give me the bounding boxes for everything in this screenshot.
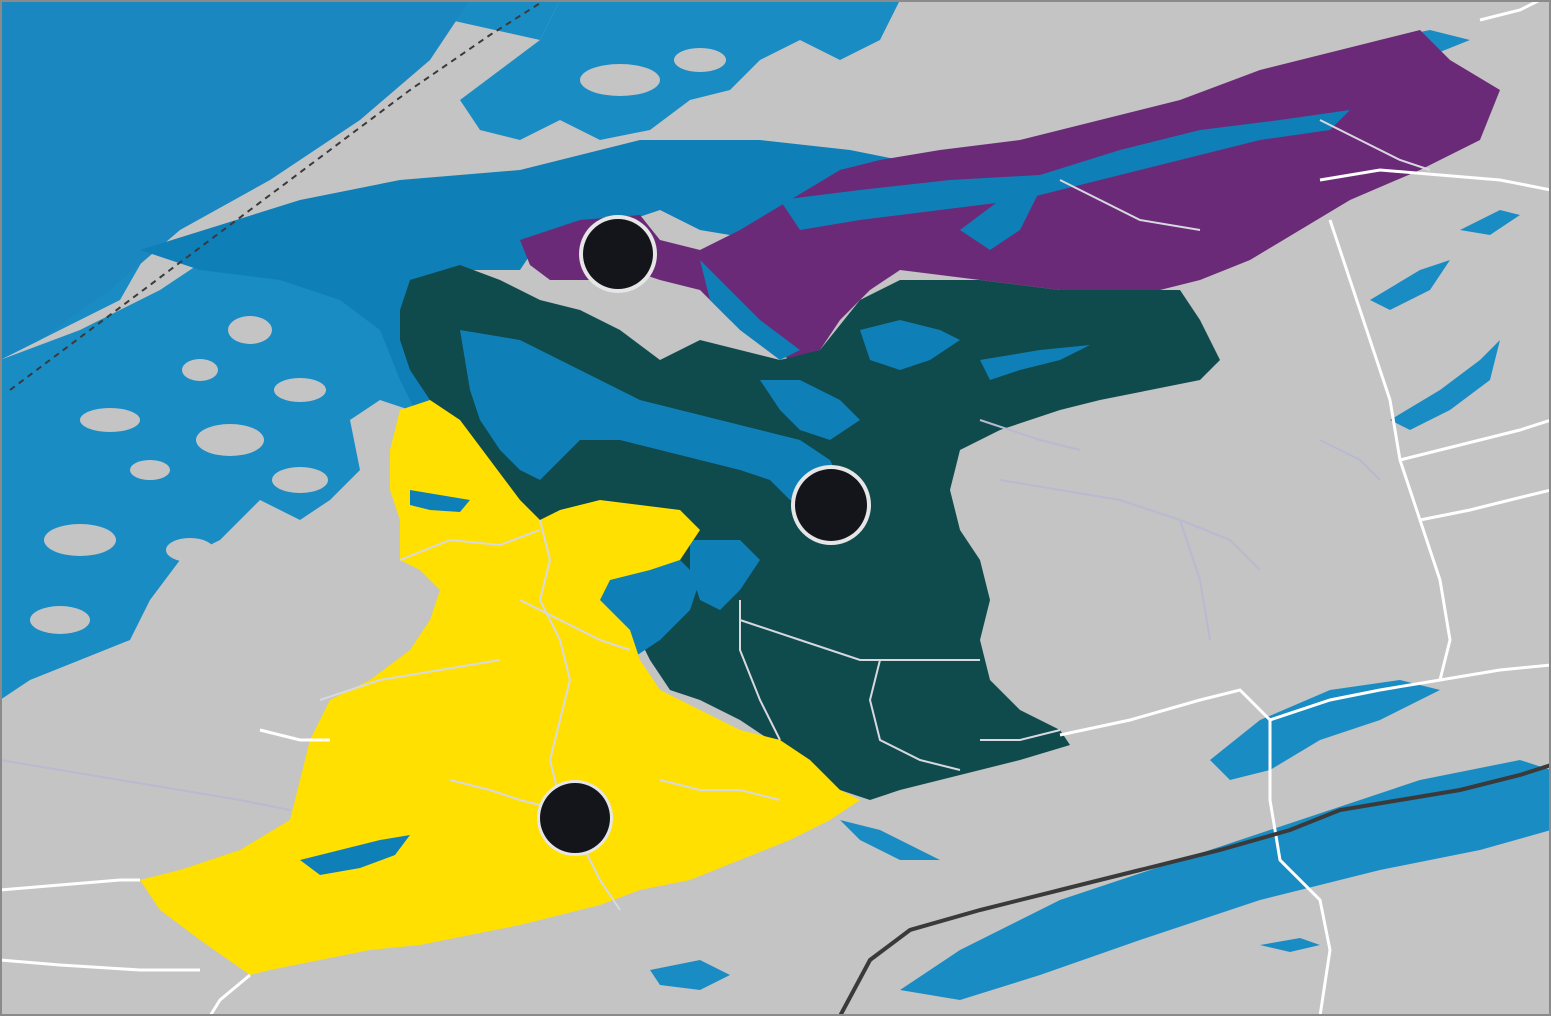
coastal-water [140, 140, 900, 530]
island-waters-north [460, 0, 900, 140]
sea-offshore [0, 0, 470, 360]
islands [30, 48, 800, 634]
main-road [838, 763, 1551, 1016]
lakes [650, 30, 1551, 1000]
marker-north[interactable] [579, 215, 657, 293]
region-yellow[interactable] [140, 400, 860, 975]
marker-east[interactable] [791, 465, 871, 545]
marker-south[interactable] [537, 780, 613, 856]
rivers [0, 419, 1381, 811]
purple-waterways [700, 110, 1350, 360]
yellow-waterways [300, 490, 470, 875]
